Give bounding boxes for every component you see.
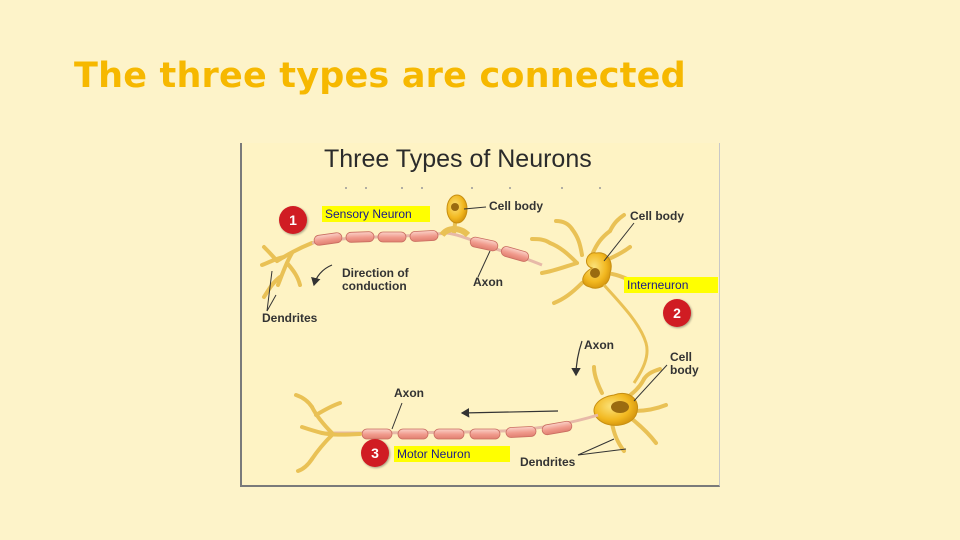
interneuron (530, 213, 649, 384)
interneuron-label: Interneuron (624, 277, 718, 293)
dendrites-label-1: Dendrites (262, 311, 318, 325)
slide-title: The three types are connected (74, 56, 686, 96)
label-pointers (266, 206, 668, 456)
neuron-illustration (260, 187, 668, 473)
sensory-axon-segments (313, 230, 530, 262)
direction-label: Direction of conduction (342, 266, 409, 293)
figure-title: Three Types of Neurons (324, 145, 592, 173)
axon-label-2: Axon (584, 338, 614, 352)
motor-axon-terminals (294, 393, 362, 473)
axon-label-3: Axon (394, 386, 424, 400)
title-underline-dots (345, 187, 601, 189)
cell-body-label-3: Cell body (670, 350, 699, 377)
cell-body-label-2: Cell body (630, 209, 685, 223)
direction-arrows (311, 264, 583, 418)
badge-1: 1 (279, 206, 307, 234)
sensory-neuron-label: Sensory Neuron (322, 206, 430, 222)
motor-axon-segments (361, 420, 573, 440)
cell-body-label-1: Cell body (489, 199, 544, 213)
badge-3: 3 (361, 439, 389, 467)
sensory-dendrites (260, 241, 314, 299)
badge-2: 2 (663, 299, 691, 327)
motor-neuron-label: Motor Neuron (394, 446, 510, 462)
axon-label-1: Axon (473, 275, 503, 289)
sensory-neuron (260, 194, 543, 299)
neuron-diagram: Three Types of Neurons 1 2 3 Sensory Neu… (240, 143, 720, 487)
motor-neuron (294, 365, 668, 473)
interneuron-dendrites (530, 213, 640, 305)
dendrites-label-2: Dendrites (520, 455, 576, 469)
